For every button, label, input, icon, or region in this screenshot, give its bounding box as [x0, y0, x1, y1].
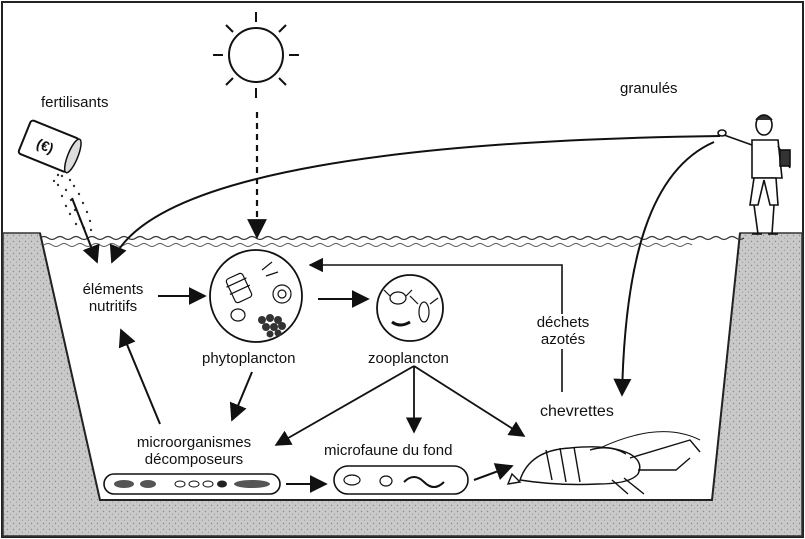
label-decomposers: microorganismes décomposeurs: [124, 434, 264, 469]
can-label: (€): [34, 135, 56, 156]
microfauna-capsule: [333, 465, 469, 495]
label-phytoplankton: phytoplancton: [202, 350, 296, 367]
farmer-figure: [717, 114, 791, 235]
zooplankton-circle: [376, 274, 444, 342]
prawn-icon: [506, 431, 701, 495]
fertilizer-can-icon: (€): [17, 119, 82, 174]
decomposers-to-nutrients-arrow: [118, 328, 161, 425]
sun-icon: [213, 12, 299, 98]
label-decomposers-line1: microorganismes: [136, 434, 252, 451]
label-fertilisants: fertilisants: [41, 94, 109, 111]
label-decomposers-line2: décomposeurs: [144, 451, 244, 469]
label-nitrogen-waste-line1: déchets: [536, 314, 590, 331]
decomposers-capsule: [103, 473, 281, 495]
fertilizer-arrow: [71, 197, 100, 264]
label-nutrients-line2: nutritifs: [88, 298, 138, 316]
zoo-to-prawns-arrow: [413, 365, 526, 437]
water-surface-wave-2: [43, 243, 693, 247]
pond-outline: [39, 232, 741, 501]
fertilizer-particles: [52, 173, 93, 232]
microfauna-to-prawns-arrow: [473, 463, 514, 481]
granules-to-nutrients-arrow: [109, 135, 721, 264]
label-nutrients: éléments nutritifs: [76, 281, 150, 316]
label-microfauna: microfaune du fond: [324, 442, 453, 459]
zoo-to-decomposers-arrow: [274, 365, 415, 446]
water-surface-wave-1: [39, 235, 745, 241]
label-nutrients-line1: éléments: [82, 281, 144, 298]
label-nitrogen-waste: déchets azotés: [528, 314, 598, 349]
phytoplankton-circle: [209, 249, 303, 343]
nitrogen-waste-arrow: [308, 257, 563, 392]
phyto-to-decomposers-arrow: [229, 371, 253, 422]
label-zooplankton: zooplancton: [368, 350, 449, 367]
label-granules: granulés: [620, 80, 678, 97]
granules-to-prawns-arrow: [613, 141, 715, 397]
label-nitrogen-waste-line2: azotés: [540, 331, 586, 349]
label-prawns: chevrettes: [540, 403, 614, 420]
